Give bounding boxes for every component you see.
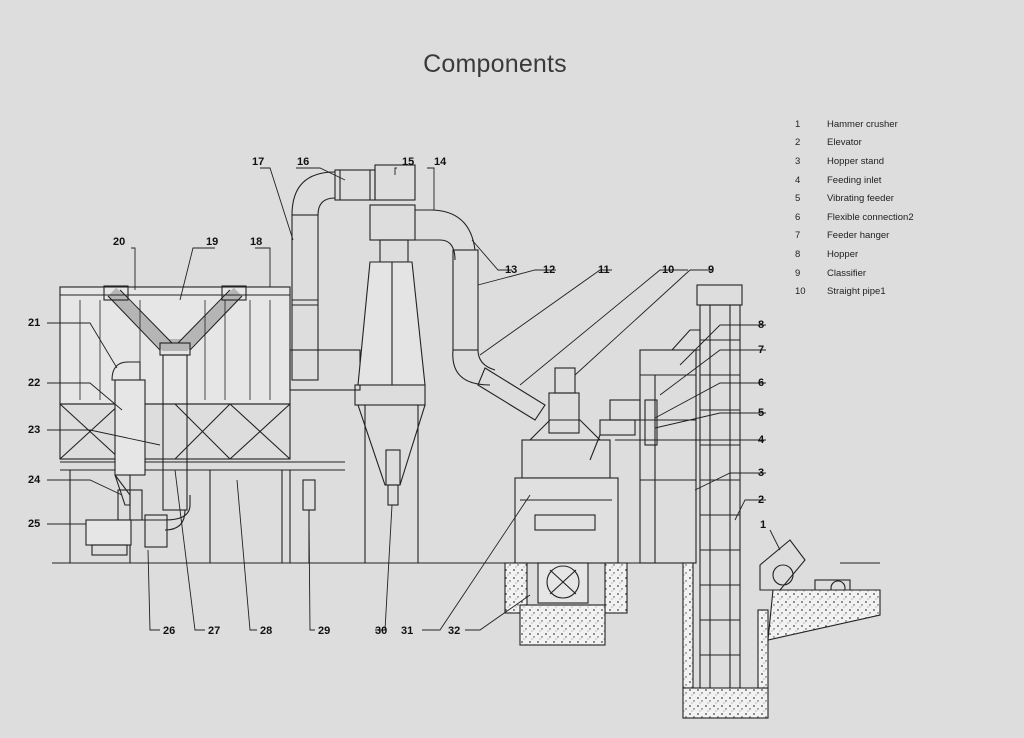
pulse-dust-collector xyxy=(59,285,345,563)
legend-item: 8 Hopper xyxy=(795,245,995,264)
legend-number: 6 xyxy=(795,211,801,223)
callout-31: 31 xyxy=(401,625,413,637)
feeder-hopper-stand xyxy=(589,329,701,564)
legend-label: Flexible connection2 xyxy=(827,211,914,223)
legend-number: 2 xyxy=(795,137,801,149)
callout-10: 10 xyxy=(662,264,674,276)
legend-number: 7 xyxy=(795,230,801,242)
grinding-mill xyxy=(504,367,628,646)
callout-21: 21 xyxy=(28,317,40,329)
legend-label: Feeding inlet xyxy=(827,174,882,186)
legend-label: Feeder hanger xyxy=(827,230,890,242)
legend-number: 8 xyxy=(795,248,801,260)
callout-leaders xyxy=(47,167,781,631)
legend-label: Straight pipe1 xyxy=(827,286,886,298)
legend-item: 1 Hammer crusher xyxy=(795,115,995,134)
callout-9: 9 xyxy=(708,264,714,276)
callout-8: 8 xyxy=(758,319,764,331)
callout-17: 17 xyxy=(252,156,264,168)
page-title: Components xyxy=(423,50,567,78)
hammer-crusher xyxy=(759,539,881,641)
callout-27: 27 xyxy=(208,625,220,637)
legend-label: Hopper stand xyxy=(827,155,885,167)
callout-14: 14 xyxy=(434,156,447,168)
callout-29: 29 xyxy=(318,625,330,637)
legend-item: 6 Flexible connection2 xyxy=(795,208,995,227)
legend-number: 10 xyxy=(795,286,806,298)
callout-24: 24 xyxy=(28,474,41,486)
callout-32: 32 xyxy=(448,625,460,637)
legend-label: Hammer crusher xyxy=(827,118,898,130)
legend-item: 2 Elevator xyxy=(795,134,995,153)
legend-label: Classifier xyxy=(827,267,867,279)
callout-26: 26 xyxy=(163,625,175,637)
legend-item: 5 Vibrating feeder xyxy=(795,189,995,208)
legend-number: 5 xyxy=(795,193,801,205)
legend-number: 1 xyxy=(795,118,801,130)
callout-20: 20 xyxy=(113,236,125,248)
callout-11: 11 xyxy=(598,264,610,276)
callout-13: 13 xyxy=(505,264,517,276)
legend-item: 10 Straight pipe1 xyxy=(795,282,995,301)
callout-30: 30 xyxy=(375,625,387,637)
callout-16: 16 xyxy=(297,156,309,168)
callout-22: 22 xyxy=(28,377,40,389)
legend-label: Elevator xyxy=(827,137,862,149)
legend-number: 3 xyxy=(795,155,801,167)
callout-labels: 1 2 3 4 5 6 7 8 9 10 11 12 13 14 15 16 1… xyxy=(28,156,766,637)
legend-label: Hopper xyxy=(827,248,859,260)
callout-1: 1 xyxy=(760,519,766,531)
callout-5: 5 xyxy=(758,407,764,419)
callout-15: 15 xyxy=(402,156,414,168)
bucket-elevator xyxy=(682,284,769,719)
callout-18: 18 xyxy=(250,236,262,248)
callout-12: 12 xyxy=(543,264,555,276)
legend-item: 3 Hopper stand xyxy=(795,152,995,171)
legend-item: 9 Classifier xyxy=(795,264,995,283)
callout-7: 7 xyxy=(758,344,764,356)
callout-23: 23 xyxy=(28,424,40,436)
callout-19: 19 xyxy=(206,236,218,248)
callout-25: 25 xyxy=(28,518,40,530)
callout-2: 2 xyxy=(758,494,764,506)
cyclone-collector xyxy=(302,204,426,563)
callout-3: 3 xyxy=(758,467,764,479)
callout-6: 6 xyxy=(758,377,764,389)
legend-number: 4 xyxy=(795,174,801,186)
legend-item: 4 Feeding inlet xyxy=(795,171,995,190)
legend-item: 7 Feeder hanger xyxy=(795,227,995,246)
callout-4: 4 xyxy=(758,434,765,446)
callout-28: 28 xyxy=(260,625,272,637)
legend-number: 9 xyxy=(795,267,801,279)
return-air-duct xyxy=(415,209,546,421)
legend-label: Vibrating feeder xyxy=(827,193,894,205)
